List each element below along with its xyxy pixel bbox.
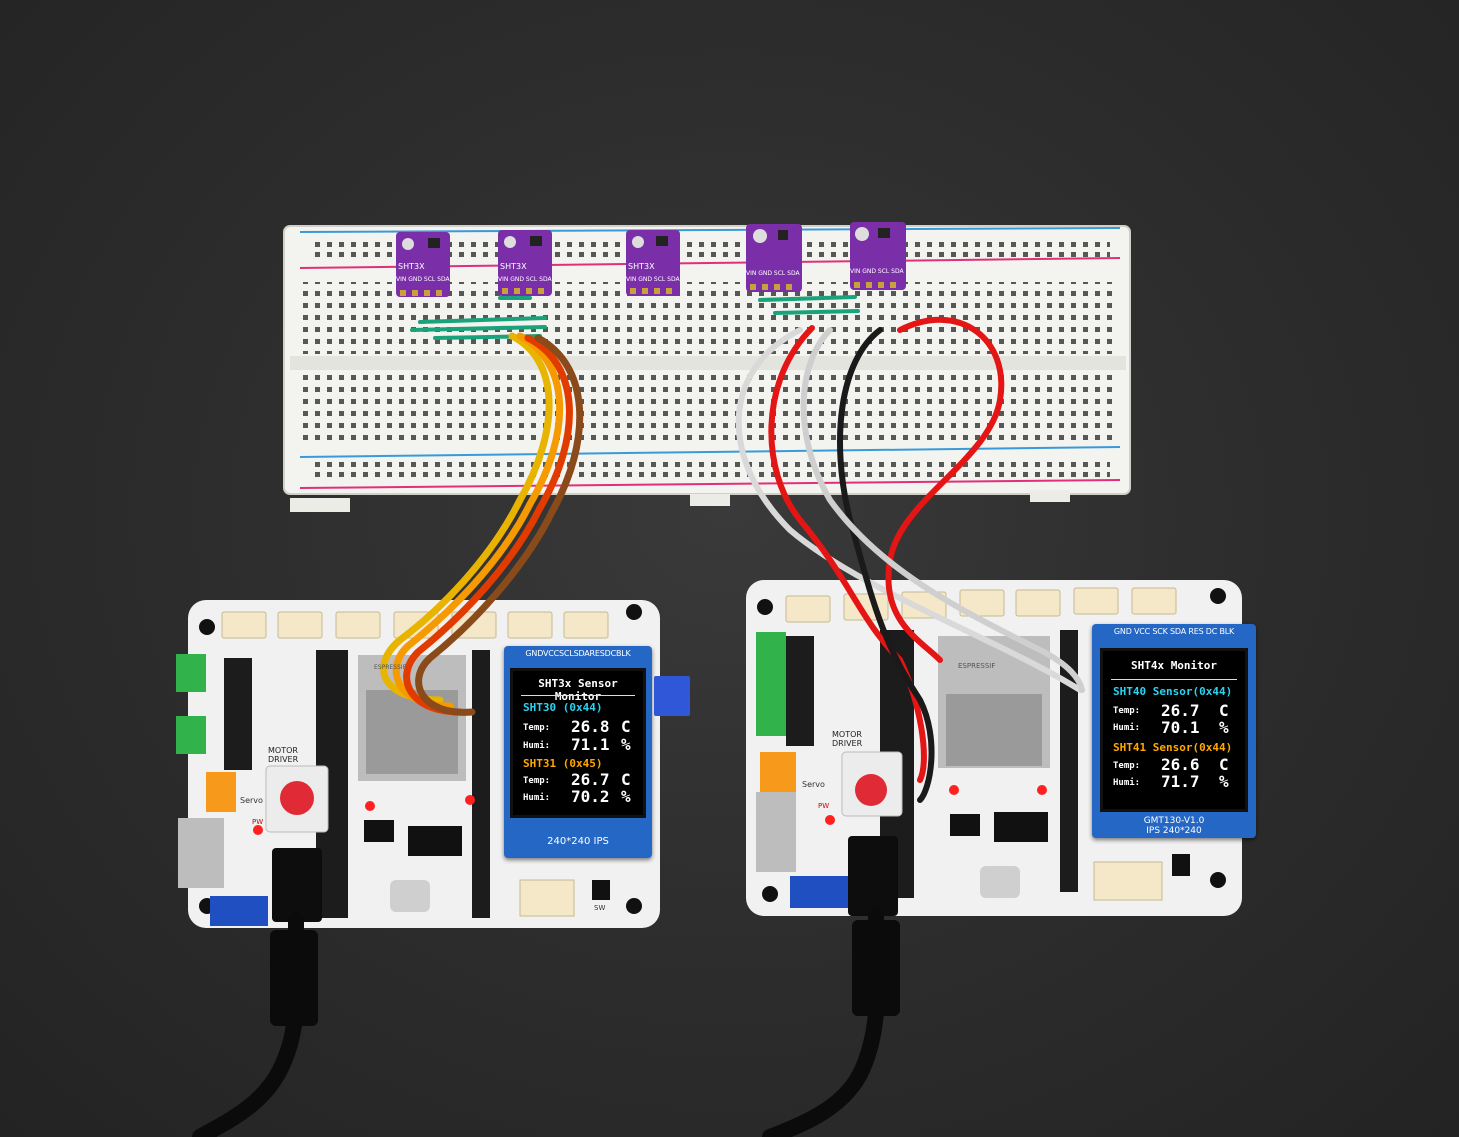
left-motor-driver-label: MOTOR DRIVER — [268, 746, 299, 764]
right-sensor-1-temp-label: Temp: — [1113, 706, 1141, 716]
right-sensor-2-humi-label: Humi: — [1113, 778, 1141, 788]
right-motor-driver-label: MOTOR DRIVER — [832, 730, 863, 748]
sensor-module-5 — [850, 222, 906, 290]
right-sensor-2-name: SHT41 Sensor(0x44) — [1113, 741, 1233, 754]
left-sensor-2-name: SHT31 (0x45) — [523, 757, 603, 770]
left-esp-label: ESPRESSIF — [374, 664, 407, 671]
left-sensor-2-temp-label: Temp: — [523, 776, 551, 786]
left-screen-title: SHT3x Sensor Monitor — [538, 677, 618, 703]
left-sensor-1-humi-value: 71.1 — [571, 735, 610, 754]
left-sensor-2-humi-value: 70.2 — [571, 787, 610, 806]
left-lcd-screen: SHT3x Sensor Monitor SHT30 (0x44) Temp: … — [510, 668, 646, 818]
sensor-module-1 — [396, 232, 450, 297]
right-screen-title: SHT4x Monitor — [1130, 659, 1218, 672]
right-sensor-1-name: SHT40 Sensor(0x44) — [1113, 685, 1233, 698]
sensor-4-pins: VIN GND SCL SDA — [746, 270, 800, 277]
left-sensor-1-humi-unit: % — [621, 735, 631, 754]
left-sensor-1-temp-label: Temp: — [523, 723, 551, 733]
left-lcd-pin-header: GNDVCCSCLSDARESDCBLK — [525, 649, 631, 658]
power-cables — [192, 908, 900, 1137]
right-sensor-2-temp-unit: C — [1219, 755, 1229, 774]
sensor-1-label: SHT3X — [398, 262, 425, 271]
left-sensor-1-temp-value: 26.8 — [571, 717, 610, 736]
sensor-module-3 — [626, 230, 680, 296]
sensor-1-pins: VIN GND SCL SDA — [396, 276, 450, 283]
right-lcd-footer-line1: GMT130-V1.0 — [1143, 816, 1205, 826]
left-sensor-2-temp-unit: C — [621, 770, 631, 789]
right-lcd-footer-line2: IPS 240*240 — [1146, 826, 1202, 836]
right-sensor-2-humi-unit: % — [1219, 772, 1229, 791]
right-pw-label: PW — [818, 802, 830, 810]
sensor-3-pins: VIN GND SCL SDA — [626, 276, 680, 283]
right-sensor-2-humi-value: 71.7 — [1161, 772, 1200, 791]
left-lcd-footer: 240*240 IPS — [547, 836, 609, 847]
sensor-module-4 — [746, 224, 802, 292]
sensor-2-label: SHT3X — [500, 262, 527, 271]
left-sensor-2-humi-unit: % — [621, 787, 631, 806]
right-sensor-1-humi-label: Humi: — [1113, 723, 1141, 733]
left-lcd-module: GNDVCCSCLSDARESDCBLK SHT3x Sensor Monito… — [504, 646, 652, 858]
left-sensor-1-temp-unit: C — [621, 717, 631, 736]
left-sw-label: SW — [594, 904, 606, 912]
left-sensor-2-humi-label: Humi: — [523, 793, 551, 803]
left-screen-divider — [521, 695, 635, 696]
right-sensor-2-temp-label: Temp: — [1113, 761, 1141, 771]
left-servo-label: Servo — [240, 796, 263, 805]
left-sensor-2-temp-value: 26.7 — [571, 770, 610, 789]
right-screen-divider — [1111, 679, 1237, 680]
sensor-module-2 — [498, 230, 552, 296]
right-wire-bundle — [735, 316, 1085, 803]
right-sensor-1-humi-unit: % — [1219, 718, 1229, 737]
left-sensor-1-name: SHT30 (0x44) — [523, 701, 603, 714]
left-sensor-1-humi-label: Humi: — [523, 741, 551, 751]
right-sensor-1-humi-value: 70.1 — [1161, 718, 1200, 737]
right-lcd-pin-header: GND VCC SCK SDA RES DC BLK — [1113, 627, 1235, 636]
sensor-3-label: SHT3X — [628, 262, 655, 271]
right-lcd-screen: SHT4x Monitor SHT40 Sensor(0x44) Temp: 2… — [1100, 648, 1248, 812]
right-lcd-module: GND VCC SCK SDA RES DC BLK SHT4x Monitor… — [1092, 624, 1256, 838]
right-sensor-1-temp-value: 26.7 — [1161, 701, 1200, 720]
breadboard — [283, 225, 1131, 512]
left-lcd-ribbon-tab — [654, 676, 690, 716]
left-wire-bundle — [380, 332, 584, 716]
right-sensor-2-temp-value: 26.6 — [1161, 755, 1200, 774]
left-pw-label: PW — [252, 818, 264, 826]
right-servo-label: Servo — [802, 780, 825, 789]
right-sensor-1-temp-unit: C — [1219, 701, 1229, 720]
sensor-2-pins: VIN GND SCL SDA — [498, 276, 552, 283]
right-esp-label: ESPRESSIF — [958, 662, 996, 670]
sensor-5-pins: VIN GND SCL SDA — [850, 268, 904, 275]
